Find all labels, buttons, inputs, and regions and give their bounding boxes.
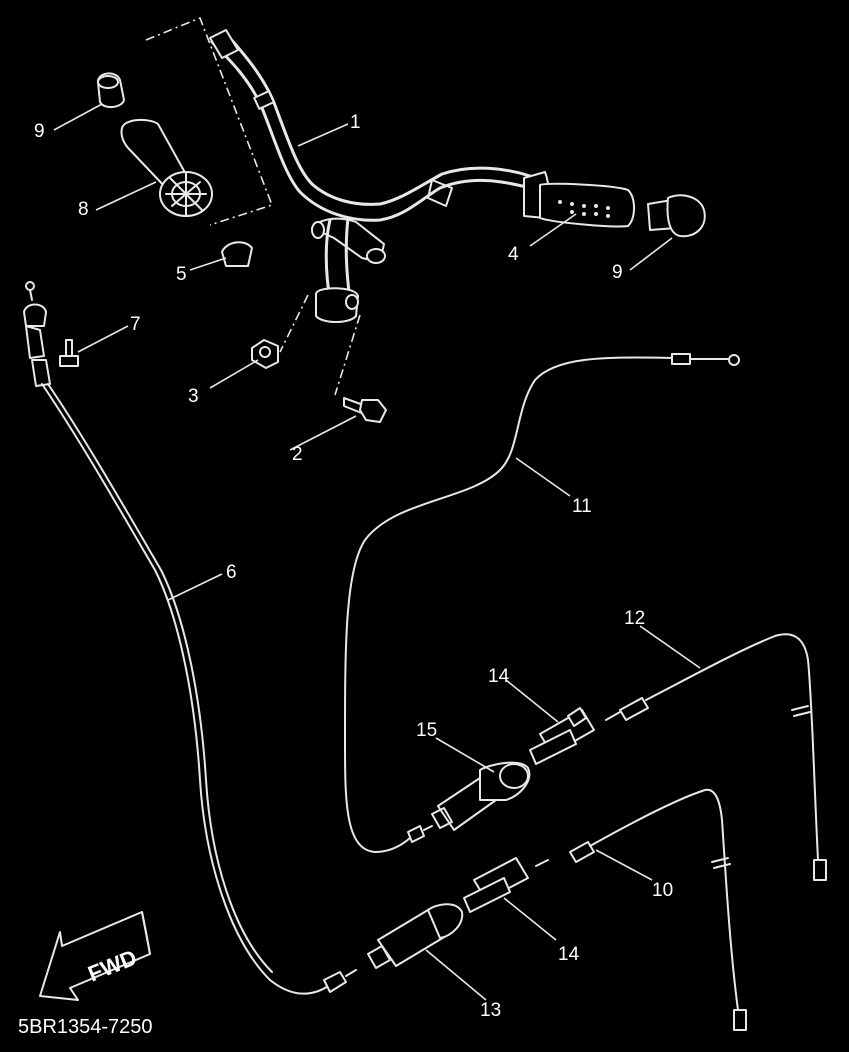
cable-6 [23,281,357,995]
alignment-line-3 [279,294,309,353]
fwd-arrow [39,911,151,1001]
callout-11: 11 [572,496,592,517]
callout-9-right: 9 [612,262,623,283]
leader-lines [53,103,701,1001]
handlebar [209,29,532,323]
callout-4: 4 [508,244,519,265]
alignment-line-2 [334,314,361,396]
callout-6: 6 [226,562,237,583]
bolt [343,397,387,423]
cable-11 [344,353,740,853]
callout-13: 13 [480,1000,501,1021]
right-grip [523,171,635,228]
cable-10 [535,788,747,1031]
callout-2: 2 [292,444,303,465]
callout-5: 5 [176,264,187,285]
coupling-14-upper [529,707,595,765]
nut [251,339,279,369]
callouts: 1 2 3 4 5 6 7 8 9 9 10 11 12 13 14 14 15 [34,112,673,1021]
cable-12 [605,633,827,881]
bar-end-right [647,194,706,238]
callout-14-lower: 14 [558,944,580,965]
callout-8: 8 [78,199,89,220]
bar-end-left [97,72,125,108]
junction-15 [431,761,531,831]
alignment-outline [145,16,274,226]
drawing-code: 5BR1354-7250 [18,1016,153,1038]
callout-7: 7 [130,314,141,335]
callout-9-left: 9 [34,121,45,142]
callout-15: 15 [416,720,437,741]
coupling-14-lower [463,857,529,913]
callout-14-upper: 14 [488,666,510,687]
part-5-bracket [221,241,253,267]
left-grip [120,118,213,217]
callout-12: 12 [624,608,645,629]
callout-1: 1 [350,112,361,133]
callout-3: 3 [188,386,199,407]
junction-13 [367,903,464,969]
callout-10: 10 [652,880,673,901]
screw [59,339,79,367]
